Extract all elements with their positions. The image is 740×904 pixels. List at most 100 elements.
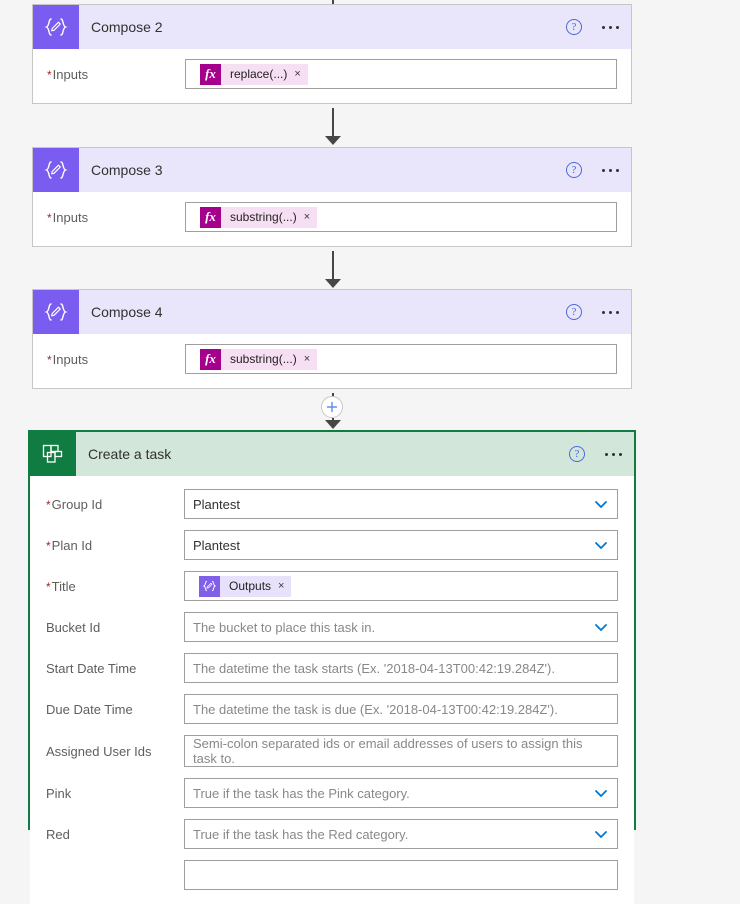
field-label: Red xyxy=(46,826,70,842)
help-icon[interactable]: ? xyxy=(566,162,582,178)
remove-chip-icon[interactable]: × xyxy=(294,68,301,80)
action-card-compose-4[interactable]: Compose 4 ? *Inputs fx substring(...) × xyxy=(32,289,632,389)
due-date-time-input[interactable]: The datetime the task is due (Ex. '2018-… xyxy=(184,694,618,724)
fx-icon: fx xyxy=(200,63,221,85)
chip-label: substring(...) xyxy=(230,210,297,224)
header-actions: ? xyxy=(566,290,619,334)
chip-label: replace(...) xyxy=(230,67,288,81)
field-label: *Plan Id xyxy=(46,537,93,553)
field-placeholder: True if the task has the Red category. xyxy=(193,826,409,842)
inputs-field[interactable]: fx substring(...) × xyxy=(185,344,617,374)
chevron-down-icon[interactable] xyxy=(595,541,607,549)
field-label: *Title xyxy=(46,578,76,594)
connector-arrow xyxy=(325,420,341,429)
assigned-user-ids-input[interactable]: Semi-colon separated ids or email addres… xyxy=(184,735,618,767)
field-label: Bucket Id xyxy=(46,619,101,635)
chip-body: substring(...) × xyxy=(221,348,318,370)
field-row-plan-id: *Plan Id Plantest xyxy=(46,530,618,560)
action-card-compose-2[interactable]: Compose 2 ? *Inputs fx replace(...) × xyxy=(32,4,632,104)
field-value: Plantest xyxy=(193,496,240,512)
card-body: *Inputs fx substring(...) × xyxy=(33,192,631,246)
red-category-dropdown[interactable]: True if the task has the Red category. xyxy=(184,819,618,849)
connector-line-top xyxy=(332,0,334,4)
pink-category-dropdown[interactable]: True if the task has the Pink category. xyxy=(184,778,618,808)
required-asterisk: * xyxy=(46,497,51,512)
required-asterisk: * xyxy=(47,67,52,82)
field-label: *Inputs xyxy=(47,351,89,367)
field-row-start-date-time: Start Date Time The datetime the task st… xyxy=(46,653,618,683)
flow-designer-canvas: Compose 2 ? *Inputs fx replace(...) × xyxy=(28,0,636,890)
card-title: Compose 3 xyxy=(91,162,163,178)
required-asterisk: * xyxy=(47,352,52,367)
inputs-field[interactable]: fx replace(...) × xyxy=(185,59,617,89)
field-placeholder: True if the task has the Pink category. xyxy=(193,785,410,801)
group-id-dropdown[interactable]: Plantest xyxy=(184,489,618,519)
expression-chip[interactable]: fx substring(...) × xyxy=(200,206,318,228)
more-options-icon[interactable] xyxy=(605,452,622,456)
add-step-button[interactable] xyxy=(321,396,343,418)
next-category-dropdown[interactable] xyxy=(184,860,618,890)
field-row-bucket-id: Bucket Id The bucket to place this task … xyxy=(46,612,618,642)
chevron-down-icon[interactable] xyxy=(595,789,607,797)
field-placeholder: The bucket to place this task in. xyxy=(193,619,376,635)
title-field[interactable]: Outputs × xyxy=(184,571,618,601)
chevron-down-icon[interactable] xyxy=(595,500,607,508)
connector-line xyxy=(332,108,334,140)
plan-id-dropdown[interactable]: Plantest xyxy=(184,530,618,560)
field-row-inputs: *Inputs fx substring(...) × xyxy=(47,202,617,232)
card-body: *Inputs fx replace(...) × xyxy=(33,49,631,103)
expression-chip[interactable]: fx replace(...) × xyxy=(200,63,308,85)
card-body: *Group Id Plantest *Plan Id Plantest xyxy=(30,476,634,904)
card-header[interactable]: Compose 4 ? xyxy=(33,290,631,334)
header-actions: ? xyxy=(569,432,622,476)
field-row-inputs: *Inputs fx substring(...) × xyxy=(47,344,617,374)
chip-body: Outputs × xyxy=(220,575,292,597)
remove-chip-icon[interactable]: × xyxy=(303,211,311,223)
expression-chip[interactable]: fx substring(...) × xyxy=(200,348,318,370)
required-asterisk: * xyxy=(46,579,51,594)
field-label: Assigned User Ids xyxy=(46,743,152,759)
chip-body: substring(...) × xyxy=(221,206,318,228)
card-title: Compose 4 xyxy=(91,304,163,320)
action-card-create-a-task[interactable]: Create a task ? *Group Id Plantest xyxy=(28,430,636,904)
help-icon[interactable]: ? xyxy=(566,19,582,35)
connector-arrow xyxy=(325,136,341,145)
fx-icon: fx xyxy=(200,348,221,370)
compose-icon xyxy=(33,5,79,49)
chevron-down-icon[interactable] xyxy=(595,623,607,631)
field-label: Pink xyxy=(46,785,72,801)
header-actions: ? xyxy=(566,5,619,49)
action-card-compose-3[interactable]: Compose 3 ? *Inputs fx substring(...) × xyxy=(32,147,632,247)
field-row-due-date-time: Due Date Time The datetime the task is d… xyxy=(46,694,618,724)
card-title: Create a task xyxy=(88,446,172,462)
card-header[interactable]: Compose 2 ? xyxy=(33,5,631,49)
more-options-icon[interactable] xyxy=(602,168,619,172)
field-row-title: *Title Outputs xyxy=(46,571,618,601)
card-header[interactable]: Compose 3 ? xyxy=(33,148,631,192)
field-row-inputs: *Inputs fx replace(...) × xyxy=(47,59,617,89)
compose-icon xyxy=(33,290,79,334)
help-icon[interactable]: ? xyxy=(569,446,585,462)
remove-chip-icon[interactable]: × xyxy=(278,580,285,592)
chip-body: replace(...) × xyxy=(221,63,308,85)
field-row-clipped xyxy=(46,860,618,890)
field-row-assigned-user-ids: Assigned User Ids Semi-colon separated i… xyxy=(46,735,618,767)
field-label: *Inputs xyxy=(47,66,89,82)
card-header[interactable]: Create a task ? xyxy=(30,432,634,476)
more-options-icon[interactable] xyxy=(602,310,619,314)
field-label: Start Date Time xyxy=(46,660,137,676)
help-icon[interactable]: ? xyxy=(566,304,582,320)
header-actions: ? xyxy=(566,148,619,192)
chip-label: substring(...) xyxy=(230,352,297,366)
remove-chip-icon[interactable]: × xyxy=(303,353,311,365)
field-placeholder: Semi-colon separated ids or email addres… xyxy=(193,736,583,766)
bucket-id-dropdown[interactable]: The bucket to place this task in. xyxy=(184,612,618,642)
dynamic-content-chip[interactable]: Outputs × xyxy=(199,575,292,597)
fx-icon: fx xyxy=(200,206,221,228)
inputs-field[interactable]: fx substring(...) × xyxy=(185,202,617,232)
chip-label: Outputs xyxy=(229,579,272,593)
start-date-time-input[interactable]: The datetime the task starts (Ex. '2018-… xyxy=(184,653,618,683)
more-options-icon[interactable] xyxy=(602,25,619,29)
compose-icon xyxy=(199,575,220,597)
chevron-down-icon[interactable] xyxy=(595,830,607,838)
